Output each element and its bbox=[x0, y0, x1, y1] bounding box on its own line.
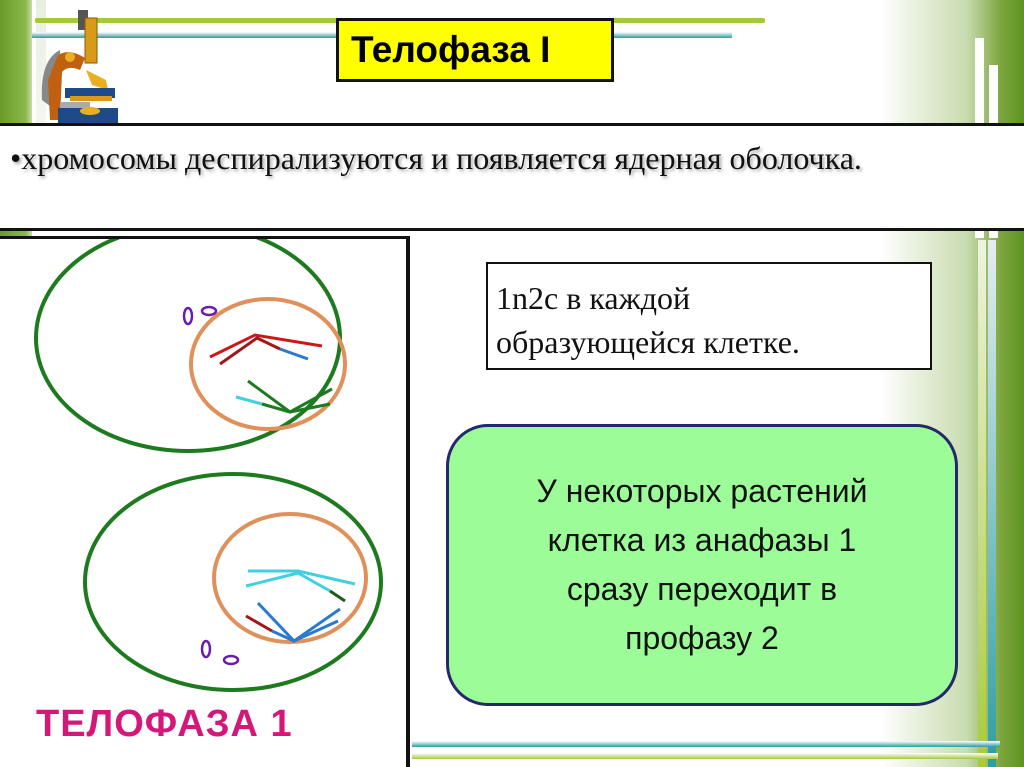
note-line: сразу переходит в bbox=[566, 571, 838, 607]
right-teal-stripe bbox=[988, 240, 996, 767]
bottom-teal-line bbox=[412, 741, 1000, 747]
right-lime-stripe bbox=[978, 240, 986, 767]
note-line: клетка из анафазы 1 bbox=[547, 522, 857, 558]
info-line-1: 1n2c в каждой bbox=[496, 280, 691, 316]
upper-cell-membrane bbox=[34, 239, 342, 453]
info-line-2: образующейся клетке. bbox=[496, 324, 800, 360]
bullet-band bbox=[0, 123, 1024, 231]
upper-nucleus bbox=[189, 297, 347, 431]
microscope-icon bbox=[41, 10, 118, 124]
note-line: профазу 2 bbox=[625, 620, 779, 656]
left-pale-stripe bbox=[36, 0, 46, 240]
bullet-text: •хромосомы деспирализуются и появляется … bbox=[10, 140, 862, 176]
telophase-diagram bbox=[34, 239, 383, 692]
slide-title: Телофаза I bbox=[336, 18, 614, 82]
bottom-lime-line bbox=[412, 753, 998, 759]
plant-note-box: У некоторых растений клетка из анафазы 1… bbox=[446, 424, 958, 706]
lower-nucleus bbox=[212, 512, 368, 644]
chromosome-count-box: 1n2c в каждой образующейся клетке. bbox=[486, 262, 932, 370]
diagram-label: ТЕЛОФАЗА 1 bbox=[36, 703, 293, 745]
note-line: У некоторых растений bbox=[536, 473, 868, 509]
lower-cell-membrane bbox=[83, 472, 383, 692]
